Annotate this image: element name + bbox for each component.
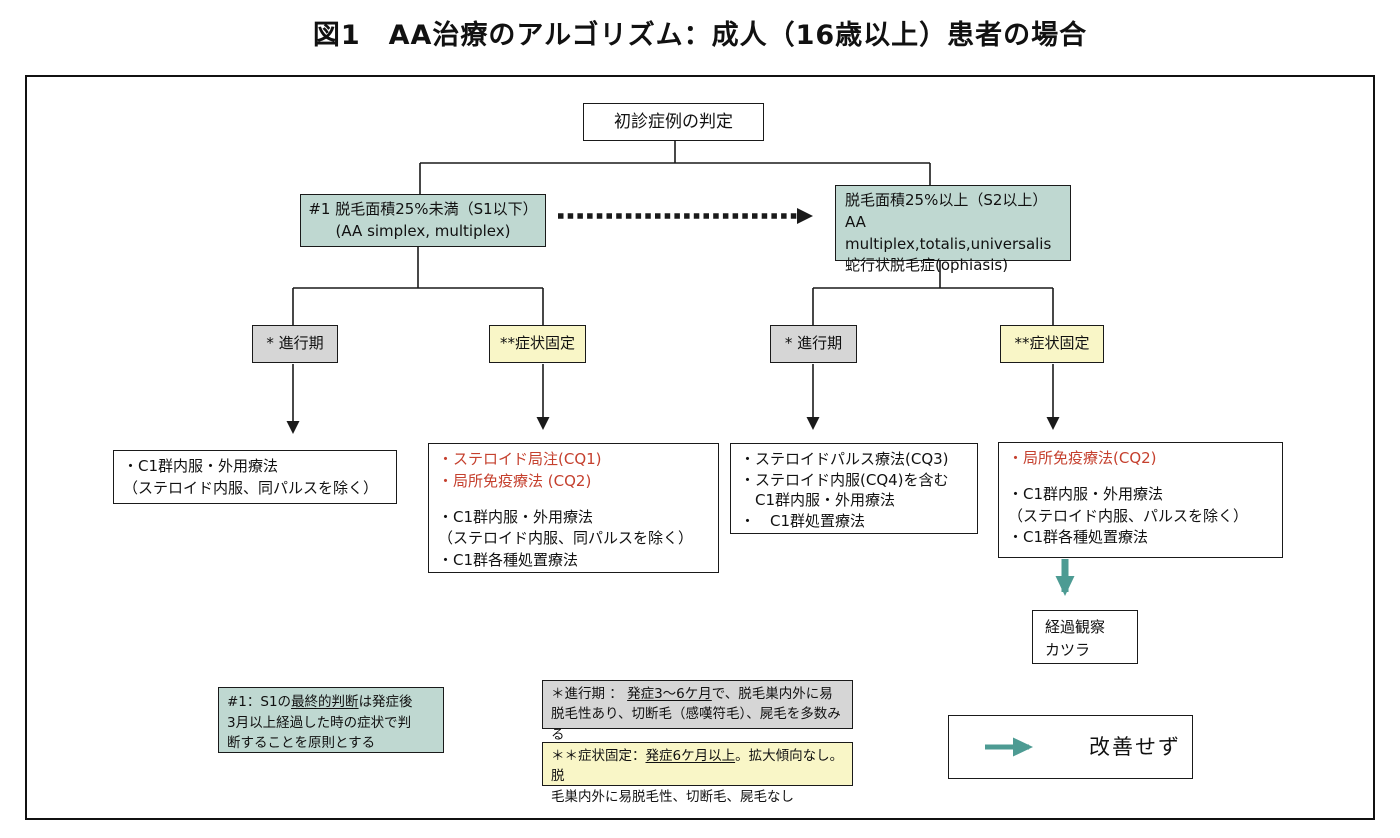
stage-left-fixed-node: **症状固定: [489, 325, 586, 363]
treatment-right-fixed-node: ・局所免疫療法(CQ2) ・C1群内服・外用療法 （ステロイド内服、パルスを除く…: [998, 442, 1283, 558]
cq-highlight-lines: ・ステロイド局注(CQ1) ・局所免疫療法 (CQ2): [438, 450, 602, 490]
stage-left-progressive-node: * 進行期: [252, 325, 338, 363]
note-s1-definition: #1：S1の最終的判断は発症後 3月以上経過した時の症状で判 断することを原則と…: [218, 687, 444, 753]
condition-left-node: #1 脱毛面積25%未満（S1以下） (AA simplex, multiple…: [300, 194, 546, 247]
observation-node: 経過観察 カツラ: [1032, 610, 1138, 664]
legend-label: 改善せず: [1089, 734, 1181, 759]
treatment-left-progressive-node: ・C1群内服・外用療法 （ステロイド内服、同パルスを除く）: [113, 450, 397, 504]
cq-highlight-lines: ・局所免疫療法(CQ2): [1008, 449, 1157, 467]
page-title: 図1 AA治療のアルゴリズム：成人（16歳以上）患者の場合: [312, 20, 1088, 51]
stage-right-fixed-node: **症状固定: [1000, 325, 1104, 363]
treatment-left-fixed-node: ・ステロイド局注(CQ1) ・局所免疫療法 (CQ2) ・C1群内服・外用療法 …: [428, 443, 719, 573]
legend-box: 改善せず: [948, 715, 1193, 779]
note-fixed-definition: ＊＊症状固定：発症6ケ月以上。拡大傾向なし。脱 毛巣内外に易脱毛性、切断毛、屍毛…: [542, 742, 853, 805]
diagram-frame: [25, 75, 1375, 820]
treatment-right-progressive-node: ・ステロイドパルス療法(CQ3) ・ステロイド内服(CQ4)を含む C1群内服・…: [730, 443, 978, 534]
root-node: 初診症例の判定: [583, 103, 764, 141]
root-node-label: 初診症例の判定: [614, 111, 733, 132]
stage-right-progressive-node: * 進行期: [770, 325, 857, 363]
no-improvement-arrow-icon: [985, 737, 1033, 757]
note-progressive-definition: ＊進行期 ： 発症3～6ケ月で、脱毛巣内外に易 脱毛性あり、切断毛（感嘆符毛）、…: [542, 680, 853, 743]
condition-right-node: 脱毛面積25%以上（S2以上） AA multiplex,totalis,uni…: [835, 185, 1071, 274]
